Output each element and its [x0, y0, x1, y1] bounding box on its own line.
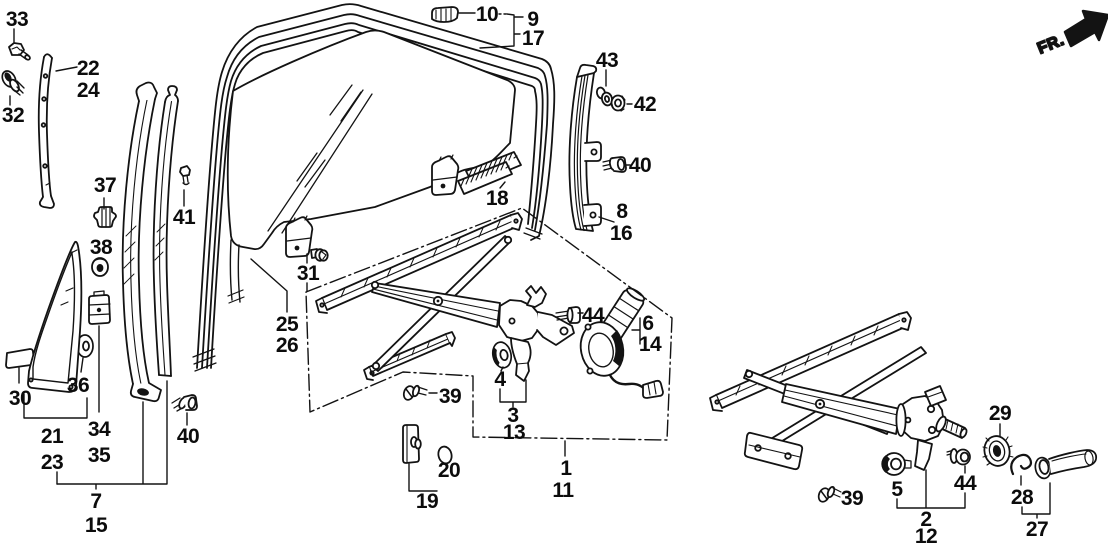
svg-text:18: 18	[486, 187, 509, 210]
svg-text:12: 12	[915, 525, 937, 548]
svg-text:5: 5	[891, 478, 903, 501]
svg-text:30: 30	[9, 387, 31, 410]
svg-text:31: 31	[297, 262, 320, 285]
svg-text:FR.: FR.	[1035, 32, 1067, 58]
svg-text:32: 32	[2, 104, 24, 127]
svg-text:17: 17	[522, 27, 544, 50]
svg-text:7: 7	[90, 490, 101, 513]
svg-text:15: 15	[85, 514, 108, 537]
svg-text:3: 3	[507, 404, 518, 427]
svg-text:22: 22	[77, 57, 99, 80]
svg-text:38: 38	[90, 236, 113, 259]
svg-text:19: 19	[416, 490, 438, 513]
svg-text:37: 37	[94, 174, 116, 197]
svg-text:21: 21	[41, 425, 64, 448]
svg-text:44: 44	[582, 304, 605, 327]
svg-text:44: 44	[954, 472, 977, 495]
svg-text:35: 35	[88, 444, 111, 467]
svg-text:1: 1	[560, 457, 572, 480]
svg-text:28: 28	[1011, 486, 1034, 509]
svg-text:14: 14	[639, 333, 662, 356]
svg-text:8: 8	[616, 200, 628, 223]
svg-text:26: 26	[276, 334, 298, 357]
svg-text:11: 11	[552, 479, 574, 502]
svg-text:39: 39	[841, 487, 863, 510]
svg-text:33: 33	[6, 8, 28, 31]
svg-text:36: 36	[67, 374, 89, 397]
svg-text:6: 6	[642, 312, 653, 335]
svg-text:25: 25	[276, 313, 299, 336]
svg-text:10: 10	[476, 3, 498, 26]
svg-text:20: 20	[438, 459, 460, 482]
svg-text:2: 2	[920, 508, 931, 531]
svg-text:4: 4	[494, 368, 506, 391]
svg-text:40: 40	[177, 425, 199, 448]
svg-text:42: 42	[634, 93, 656, 116]
svg-text:41: 41	[173, 206, 196, 229]
svg-text:13: 13	[503, 421, 525, 444]
svg-text:40: 40	[629, 154, 651, 177]
svg-text:29: 29	[989, 402, 1011, 425]
svg-text:39: 39	[439, 385, 461, 408]
svg-text:43: 43	[596, 49, 618, 72]
svg-text:16: 16	[610, 222, 632, 245]
svg-text:27: 27	[1026, 518, 1048, 541]
svg-text:34: 34	[88, 418, 111, 441]
svg-text:23: 23	[41, 451, 63, 474]
svg-text:24: 24	[77, 79, 100, 102]
svg-text:9: 9	[527, 8, 538, 31]
